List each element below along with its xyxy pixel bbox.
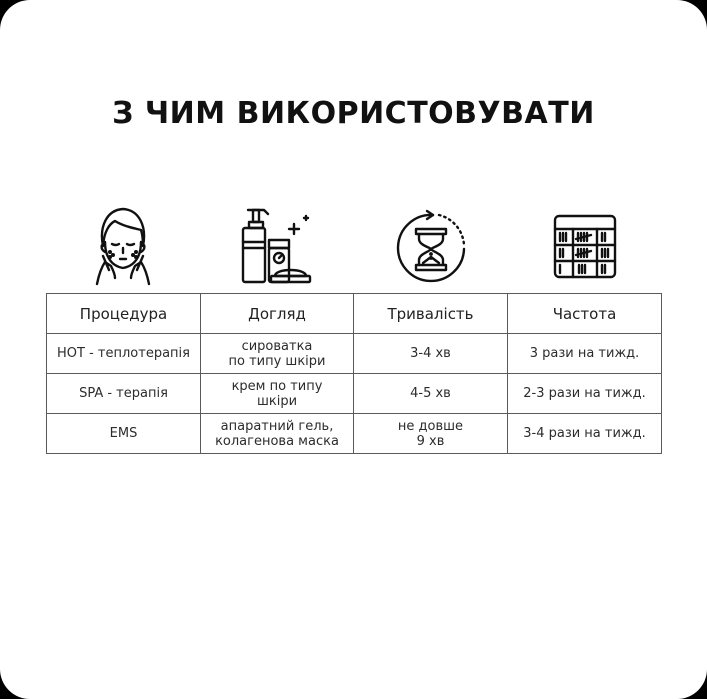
table-header-row: Процедура Догляд Тривалість Частота	[46, 293, 662, 334]
header-duration: Тривалість	[353, 293, 508, 334]
cell-procedure: HOT - теплотерапія	[46, 333, 201, 374]
header-frequency: Частота	[507, 293, 662, 334]
cell-frequency: 2-3 рази на тижд.	[507, 373, 662, 414]
header-procedure: Процедура	[46, 293, 201, 334]
cell-frequency: 3 рази на тижд.	[507, 333, 662, 374]
cell-procedure: SPA - терапія	[46, 373, 201, 414]
header-care: Догляд	[200, 293, 354, 334]
cell-procedure: EMS	[46, 413, 201, 454]
hourglass-timer-icon	[393, 207, 469, 284]
cell-duration: 4-5 хв	[353, 373, 508, 414]
table-row: HOT - теплотерапія сироватка по типу шкі…	[46, 333, 662, 374]
page-title: З ЧИМ ВИКОРИСТОВУВАТИ	[112, 96, 595, 131]
cell-care: сироватка по типу шкіри	[200, 333, 354, 374]
tally-calendar-icon	[553, 214, 617, 279]
cell-care: крем по типу шкіри	[200, 373, 354, 414]
cell-care: апаратний гель, колагенова маска	[200, 413, 354, 454]
cell-duration: не довше 9 хв	[353, 413, 508, 454]
cell-frequency: 3-4 рази на тижд.	[507, 413, 662, 454]
usage-table: Процедура Догляд Тривалість Частота HOT …	[46, 293, 662, 454]
skincare-products-icon	[240, 206, 314, 284]
cell-duration: 3-4 хв	[353, 333, 508, 374]
table-row: EMS апаратний гель, колагенова маска не …	[46, 413, 662, 454]
table-row: SPA - терапія крем по типу шкіри 4-5 хв …	[46, 373, 662, 414]
face-care-icon	[93, 206, 153, 286]
